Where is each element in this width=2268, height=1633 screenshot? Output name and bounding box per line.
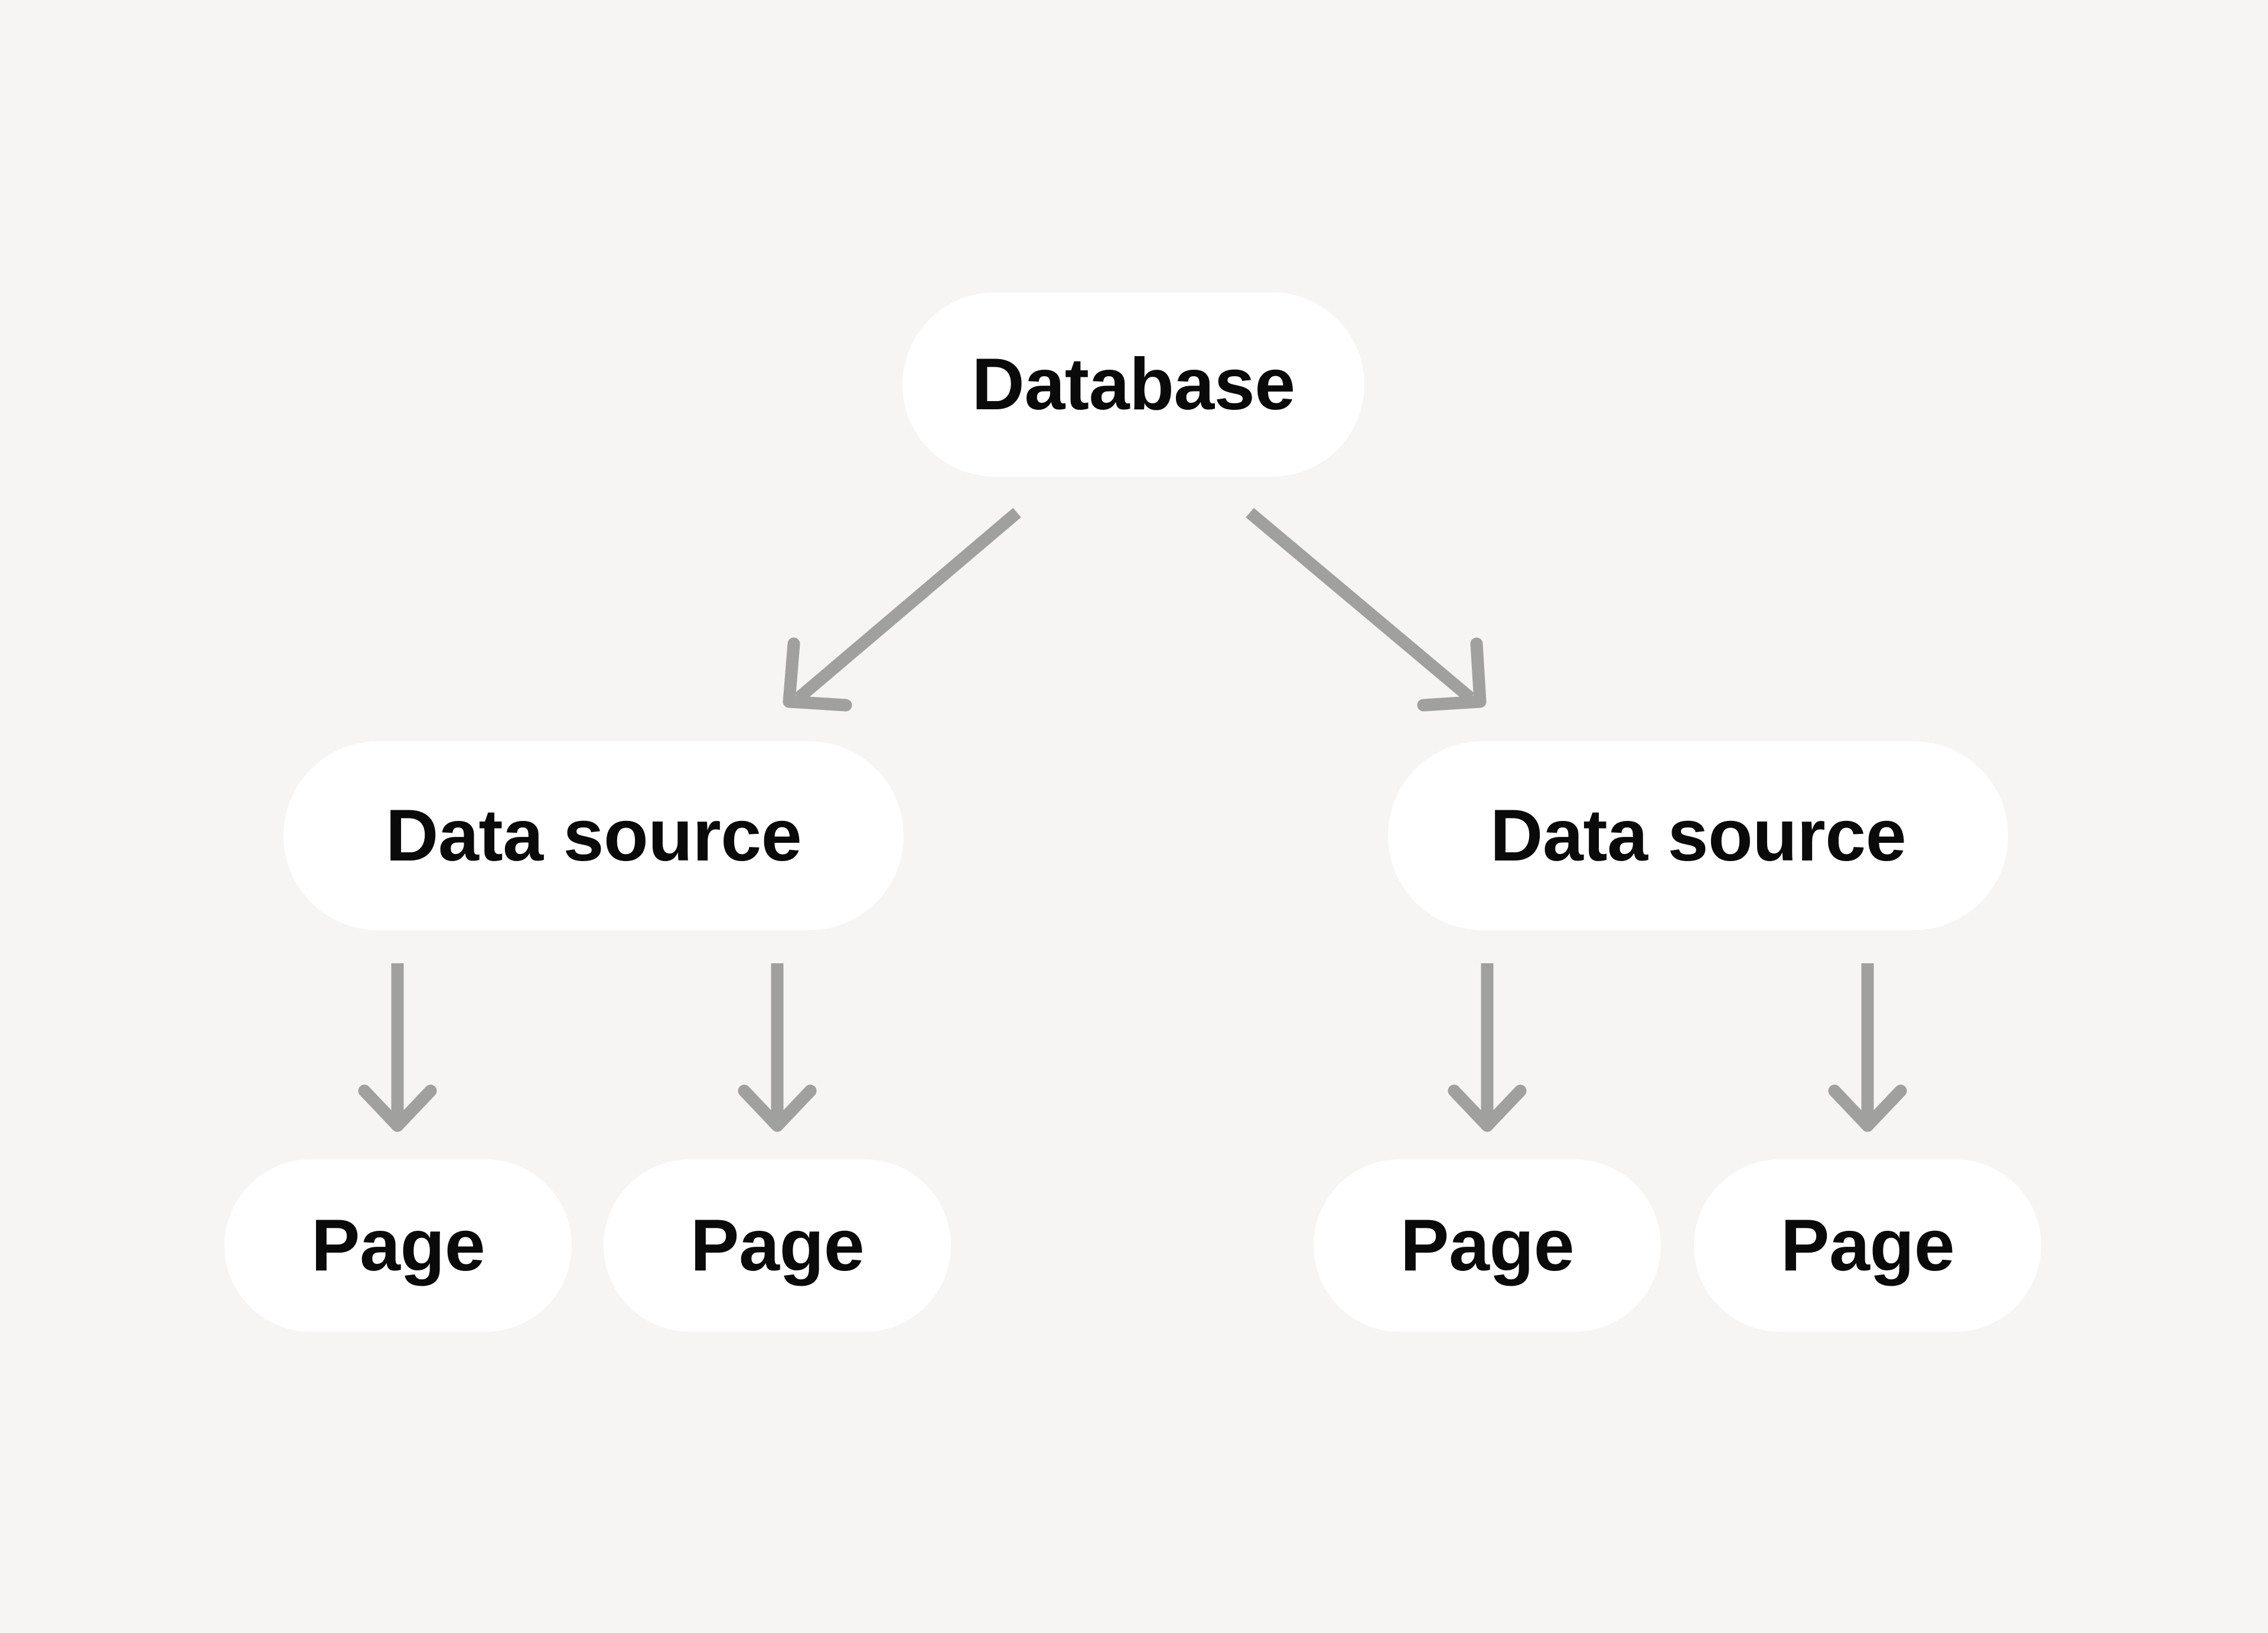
node-page-2-label: Page bbox=[690, 1205, 865, 1286]
node-page-4-label: Page bbox=[1780, 1205, 1955, 1286]
node-data-source-right-label: Data source bbox=[1490, 795, 1907, 876]
edge-data-source-right-to-page-4 bbox=[1828, 963, 1907, 1132]
node-page-2[interactable]: Page bbox=[604, 1159, 951, 1332]
node-page-1-label: Page bbox=[311, 1205, 485, 1286]
edge-data-source-left-to-page-2 bbox=[738, 963, 817, 1132]
edge-database-to-data-source-left bbox=[783, 507, 1021, 712]
node-page-3-label: Page bbox=[1400, 1205, 1575, 1286]
node-page-3[interactable]: Page bbox=[1314, 1159, 1661, 1332]
node-database-label: Database bbox=[972, 344, 1295, 425]
node-data-source-right[interactable]: Data source bbox=[1388, 741, 2008, 930]
node-page-1[interactable]: Page bbox=[224, 1159, 572, 1332]
node-data-source-left[interactable]: Data source bbox=[284, 741, 904, 930]
edge-data-source-left-to-page-1 bbox=[358, 963, 437, 1132]
node-page-4[interactable]: Page bbox=[1694, 1159, 2041, 1332]
edge-database-to-data-source-right bbox=[1246, 507, 1487, 712]
node-data-source-left-label: Data source bbox=[385, 795, 802, 876]
edge-data-source-right-to-page-3 bbox=[1448, 963, 1527, 1132]
node-database[interactable]: Database bbox=[902, 292, 1364, 477]
